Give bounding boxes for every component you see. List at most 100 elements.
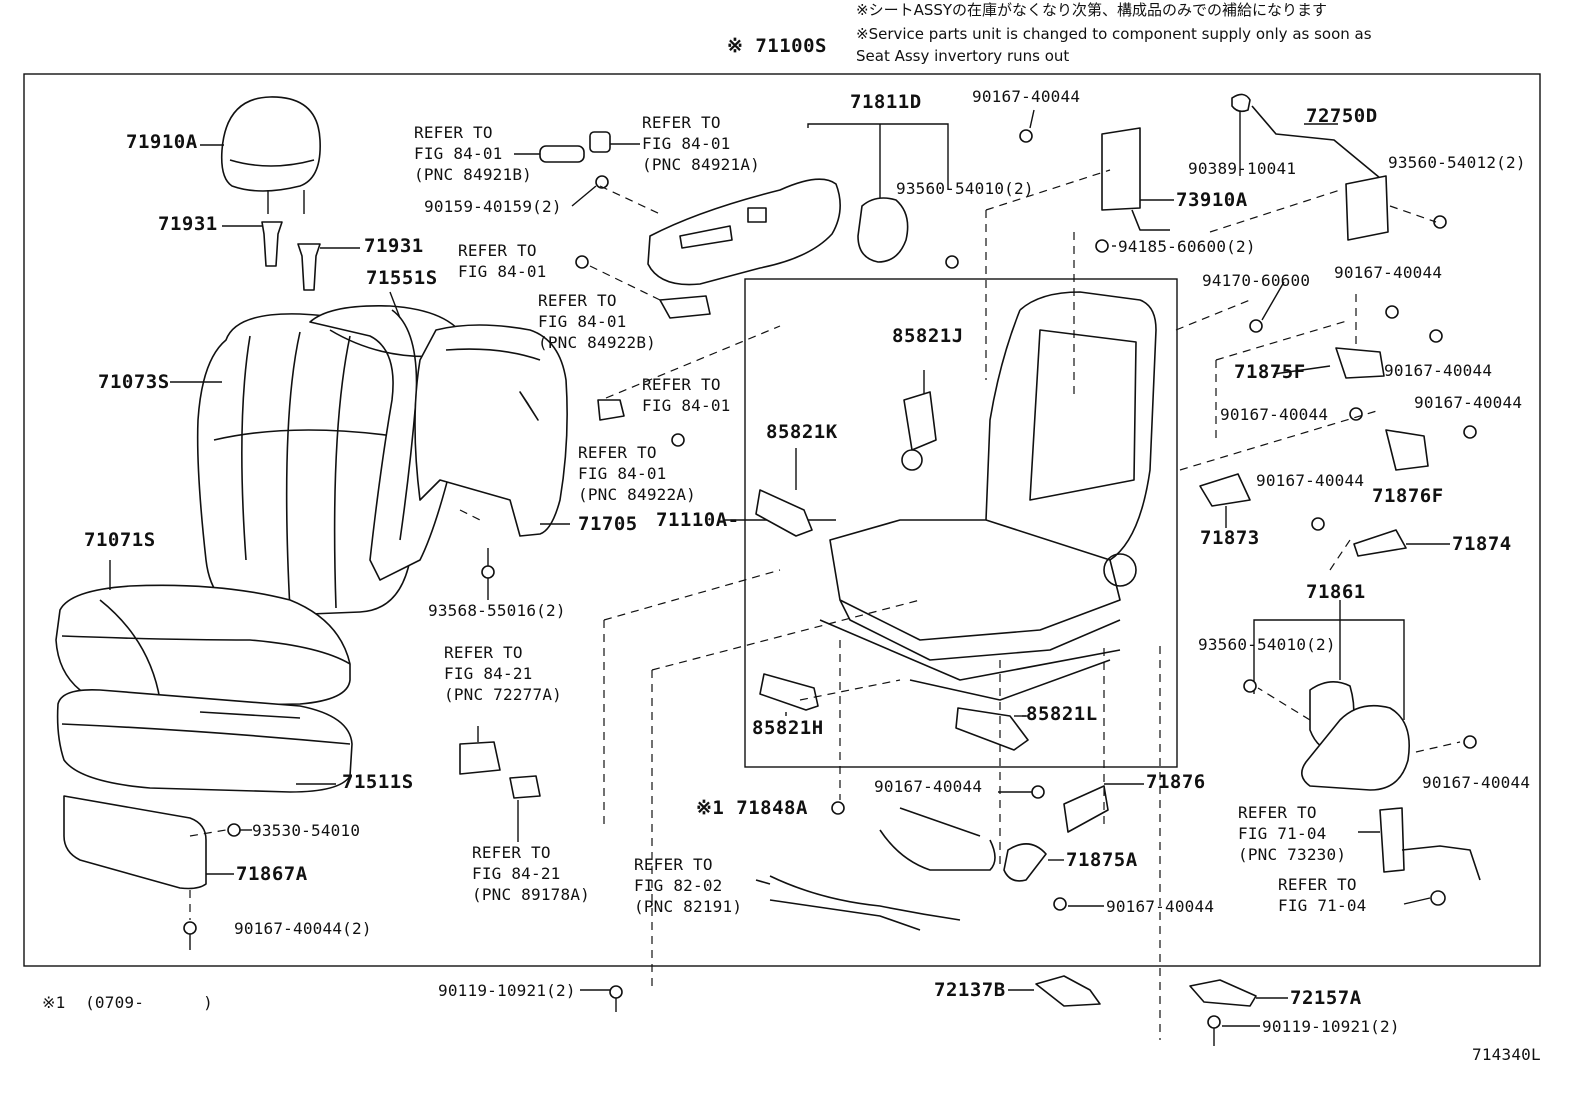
- part-71705[interactable]: 71705: [578, 513, 638, 535]
- ref8-line-c[interactable]: (PNC 89178A): [472, 885, 590, 904]
- part-90167-40044-r5[interactable]: 90167-40044: [1256, 471, 1365, 490]
- part-90119-10921-a[interactable]: 90119-10921(2): [438, 981, 576, 1000]
- headrest-drawing: [200, 96, 321, 214]
- seat-cushion-pad-drawing: [56, 688, 353, 793]
- ref5-line-b[interactable]: FIG 84-01: [642, 396, 731, 415]
- part-71551S[interactable]: 71551S: [366, 267, 438, 289]
- part-90159-40159[interactable]: 90159-40159(2): [424, 197, 562, 216]
- ref7-line-c[interactable]: (PNC 72277A): [444, 685, 562, 704]
- part-90119-10921-b[interactable]: 90119-10921(2): [1262, 1017, 1400, 1036]
- part-71874[interactable]: 71874: [1452, 533, 1512, 555]
- seat-shield-drawing: [647, 123, 1033, 286]
- ref2-line-b[interactable]: FIG 84-01: [642, 134, 731, 153]
- ref4-line-a[interactable]: REFER TO: [538, 291, 617, 310]
- part-71848A[interactable]: ※1 71848A: [696, 797, 808, 819]
- seatback-board-drawing: [414, 324, 570, 537]
- cushion-shield-drawing: [63, 795, 234, 920]
- part-93530-54010[interactable]: 93530-54010: [252, 821, 361, 840]
- part-71875F[interactable]: 71875F: [1234, 361, 1306, 383]
- ref7-line-b[interactable]: FIG 84-21: [444, 664, 533, 683]
- part-85821L[interactable]: 85821L: [1026, 703, 1098, 725]
- part-94170-60600[interactable]: 94170-60600: [1202, 271, 1311, 290]
- part-71910A[interactable]: 71910A: [126, 131, 198, 153]
- ref1-line-c[interactable]: (PNC 84921B): [414, 165, 532, 184]
- ref11-line-b[interactable]: FIG 82-02: [634, 876, 723, 895]
- part-90167-40044-top[interactable]: 90167-40044: [972, 87, 1081, 106]
- part-90167-40044-r6[interactable]: 90167-40044: [1422, 773, 1531, 792]
- headrest-guide-drawing: [222, 221, 360, 291]
- part-93568-55016[interactable]: 93568-55016(2): [428, 601, 566, 620]
- part-73910A[interactable]: 73910A: [1176, 189, 1248, 211]
- part-85821H[interactable]: 85821H: [752, 717, 824, 739]
- part-71861[interactable]: 71861: [1306, 581, 1366, 603]
- part-90167-40044-b2[interactable]: 90167-40044: [1106, 897, 1215, 916]
- ref1-line-b[interactable]: FIG 84-01: [414, 144, 503, 163]
- ref1-line-a[interactable]: REFER TO: [414, 123, 493, 142]
- ref4-line-c[interactable]: (PNC 84922B): [538, 333, 656, 352]
- ref6-line-a[interactable]: REFER TO: [578, 443, 657, 462]
- ref2-line-a[interactable]: REFER TO: [642, 113, 721, 132]
- ref10-line-b[interactable]: FIG 71-04: [1278, 896, 1367, 915]
- part-85821K[interactable]: 85821K: [766, 421, 838, 443]
- ref5-line-a[interactable]: REFER TO: [642, 375, 721, 394]
- footnote: ※1 (0709- ): [42, 993, 213, 1012]
- part-90167-40044-b1[interactable]: 90167-40044: [874, 777, 983, 796]
- part-90167-40044-r4[interactable]: 90167-40044: [1414, 393, 1523, 412]
- right-parts-drawing: [1095, 93, 1481, 906]
- ref6-line-b[interactable]: FIG 84-01: [578, 464, 667, 483]
- ref11-line-a[interactable]: REFER TO: [634, 855, 713, 874]
- ref10-line-a[interactable]: REFER TO: [1278, 875, 1357, 894]
- part-71873[interactable]: 71873: [1200, 527, 1260, 549]
- part-71110A[interactable]: 71110A-: [656, 509, 740, 531]
- ref4-line-b[interactable]: FIG 84-01: [538, 312, 627, 331]
- ref6-line-c[interactable]: (PNC 84922A): [578, 485, 696, 504]
- ref9-line-c[interactable]: (PNC 73230): [1238, 845, 1347, 864]
- lower-parts-drawing: [459, 726, 1257, 1046]
- part-93560-54010-b[interactable]: 93560-54010(2): [1198, 635, 1336, 654]
- seat-frame-drawing: [746, 291, 1157, 701]
- part-71071S[interactable]: 71071S: [84, 529, 156, 551]
- part-94185-60600[interactable]: 94185-60600(2): [1118, 237, 1256, 256]
- header-note-en-2: Seat Assy invertory runs out: [856, 47, 1070, 65]
- part-71875A[interactable]: 71875A: [1066, 849, 1138, 871]
- part-72157A[interactable]: 72157A: [1290, 987, 1362, 1009]
- ref9-line-b[interactable]: FIG 71-04: [1238, 824, 1327, 843]
- switch-parts-drawing: [514, 131, 781, 447]
- part-93560-54012[interactable]: 93560-54012(2): [1388, 153, 1526, 172]
- ref3-line-b[interactable]: FIG 84-01: [458, 262, 547, 281]
- part-71876[interactable]: 71876: [1146, 771, 1206, 793]
- diagram-code: 714340L: [1472, 1045, 1541, 1064]
- part-90167-40044-r3[interactable]: 90167-40044: [1220, 405, 1329, 424]
- part-72750D[interactable]: 72750D: [1306, 105, 1378, 127]
- part-90167-40044-2a[interactable]: 90167-40044(2): [234, 919, 372, 938]
- diagram-frame: [23, 73, 1541, 967]
- part-71811D[interactable]: 71811D: [850, 91, 922, 113]
- part-90167-40044-r1[interactable]: 90167-40044: [1334, 263, 1443, 282]
- part-71931-b[interactable]: 71931: [364, 235, 424, 257]
- ref8-line-a[interactable]: REFER TO: [472, 843, 551, 862]
- part-71876F[interactable]: 71876F: [1372, 485, 1444, 507]
- part-71511S[interactable]: 71511S: [342, 771, 414, 793]
- header-note-en-1: ※Service parts unit is changed to compon…: [856, 25, 1372, 43]
- ref2-line-c[interactable]: (PNC 84921A): [642, 155, 760, 174]
- header-note-jp: ※シートASSYの在庫がなくなり次第、構成品のみでの補給になります: [856, 1, 1328, 19]
- assembly-part-number: ※ 71100S: [727, 35, 827, 57]
- ref7-line-a[interactable]: REFER TO: [444, 643, 523, 662]
- frame-subassembly-box: [744, 278, 1178, 768]
- part-93560-54010-a[interactable]: 93560-54010(2): [896, 179, 1034, 198]
- ref9-line-a[interactable]: REFER TO: [1238, 803, 1317, 822]
- part-90167-40044-r2[interactable]: 90167-40044: [1384, 361, 1493, 380]
- part-71073S[interactable]: 71073S: [98, 371, 170, 393]
- ref8-line-b[interactable]: FIG 84-21: [472, 864, 561, 883]
- part-90389-10041[interactable]: 90389-10041: [1188, 159, 1297, 178]
- ref3-line-a[interactable]: REFER TO: [458, 241, 537, 260]
- part-71931-a[interactable]: 71931: [158, 213, 218, 235]
- part-72137B[interactable]: 72137B: [934, 979, 1006, 1001]
- dashed-guides: [189, 169, 1461, 1040]
- part-85821J[interactable]: 85821J: [892, 325, 964, 347]
- motors-drawing: [755, 370, 1029, 751]
- ref11-line-c[interactable]: (PNC 82191): [634, 897, 743, 916]
- bolts-left: [183, 548, 495, 950]
- part-71867A[interactable]: 71867A: [236, 863, 308, 885]
